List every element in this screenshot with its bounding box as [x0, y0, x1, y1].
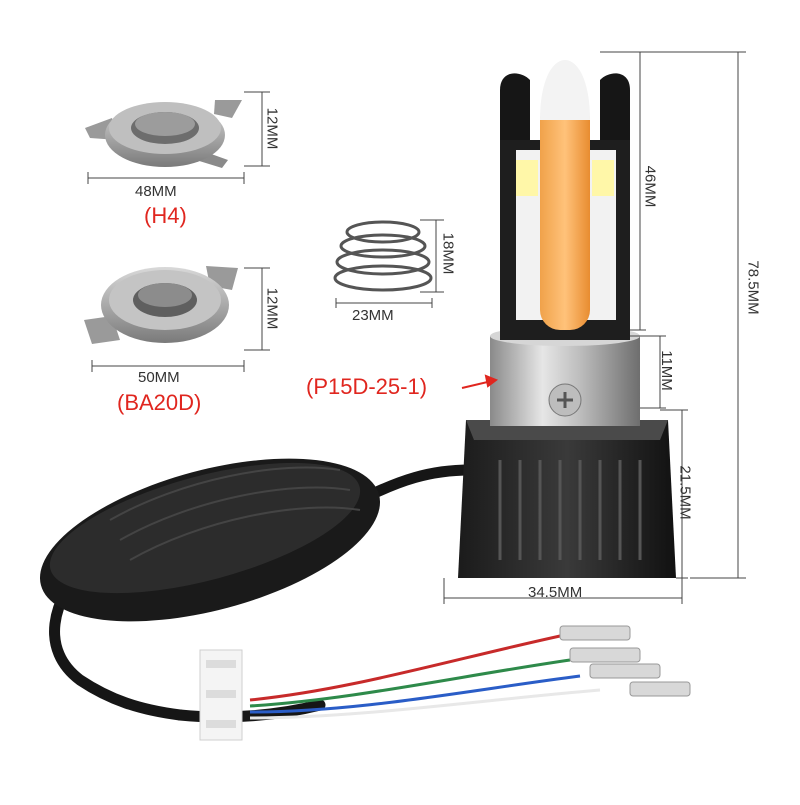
h4-type-label: (H4) — [144, 203, 187, 228]
bulb-base-width-label: 34.5MM — [528, 584, 583, 601]
spring-width-label: 23MM — [352, 307, 394, 324]
spring-width-dimension — [335, 298, 433, 308]
ballast-box — [39, 458, 381, 622]
bulb-metal-collar — [490, 326, 640, 426]
ba20d-height-dimension — [244, 267, 270, 351]
cable-clip — [199, 649, 243, 741]
bulb-collar-height-dimension — [630, 335, 666, 409]
ba20d-width-dimension — [91, 360, 245, 372]
h4-height-dimension — [244, 91, 270, 167]
h4-width-label: 48MM — [135, 183, 177, 200]
wire-connectors — [559, 625, 691, 697]
base-type-arrow — [461, 374, 499, 389]
bulb-led-height-dimension — [600, 51, 646, 331]
h4-width-dimension — [87, 172, 245, 184]
h4-height-label: 12MM — [263, 107, 281, 150]
bulb-collar-height-label: 11MM — [657, 350, 675, 391]
bulb-led-head — [500, 60, 630, 340]
ba20d-width-label: 50MM — [138, 369, 180, 386]
signal-wires — [249, 634, 601, 720]
spring — [333, 220, 433, 292]
bulb-base-width-dimension — [443, 578, 683, 604]
bulb-base-type-label: (P15D-25-1) — [306, 374, 428, 399]
spring-height-dimension — [420, 219, 444, 293]
ba20d-adapter-ring — [84, 266, 238, 344]
h4-adapter-ring — [85, 100, 242, 168]
ba20d-height-label: 12MM — [263, 287, 281, 330]
bulb-total-height-label: 78.5MM — [744, 260, 762, 315]
ba20d-type-label: (BA20D) — [117, 390, 202, 415]
spring-height-label: 18MM — [439, 232, 457, 275]
bulb-base-height-label: 21.5MM — [676, 465, 694, 520]
bulb-led-height-label: 46MM — [641, 165, 659, 208]
bulb-heatsink — [458, 420, 676, 578]
